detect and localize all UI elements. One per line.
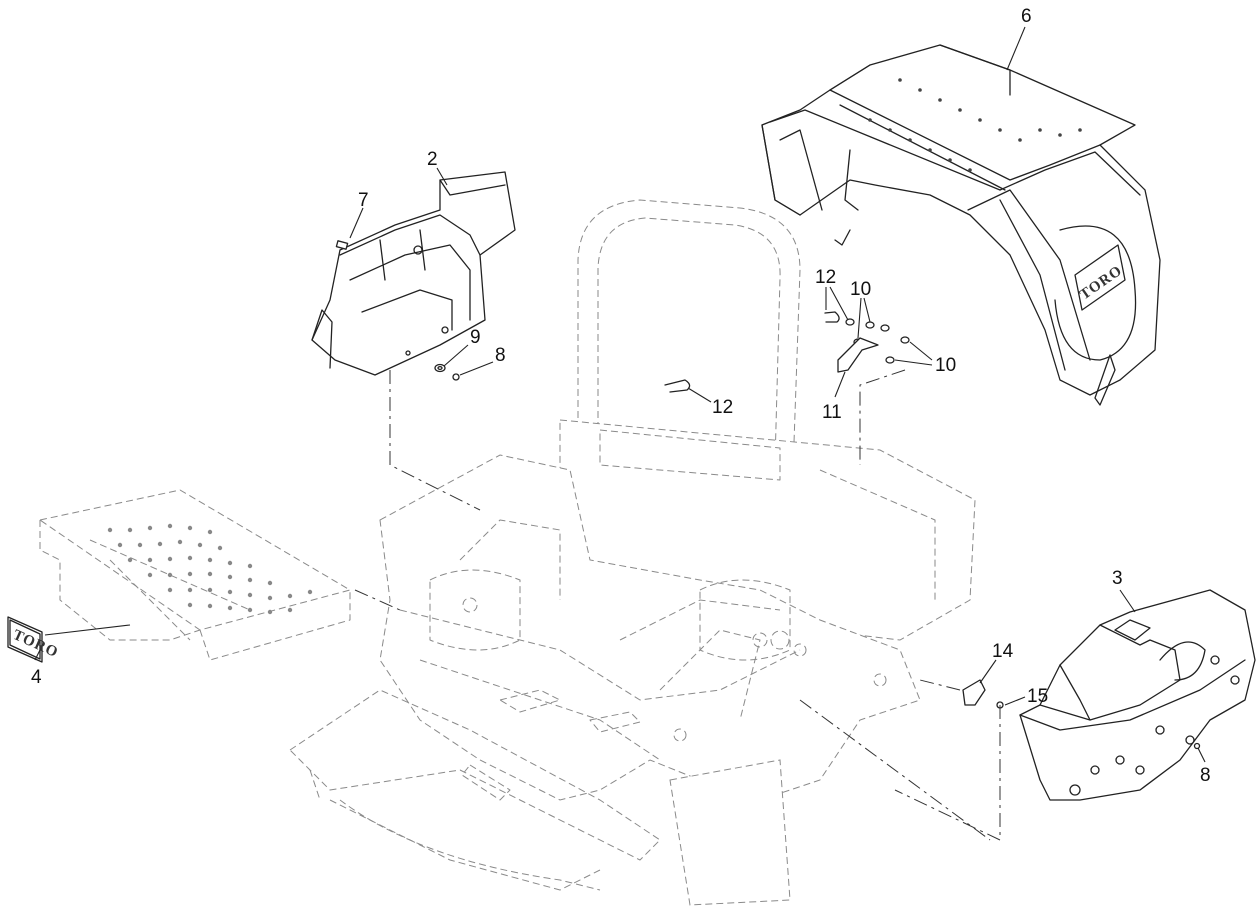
callout-c8: 8 — [495, 345, 506, 366]
leader-lines — [34, 26, 1206, 763]
callout-c1: 6 — [1021, 6, 1032, 27]
callout-c5: 10 — [850, 279, 871, 300]
callout-c4: 12 — [815, 267, 836, 288]
step-plate-holes — [107, 523, 313, 615]
bolt-7 — [335, 240, 349, 250]
knob-14 — [962, 679, 986, 706]
toro-decal: TORO — [7, 616, 61, 663]
callout-c12: 14 — [992, 641, 1014, 662]
callout-c13: 15 — [1027, 686, 1048, 707]
assembly-lines — [354, 369, 1001, 841]
right-side-cover — [1019, 589, 1256, 801]
callout-c11: 3 — [1112, 568, 1123, 589]
rear-fender: TORO — [761, 44, 1161, 406]
callout-c2: 2 — [427, 149, 438, 170]
callout-c14: 4 — [31, 667, 42, 688]
latch-hardware — [664, 311, 910, 393]
callout-c3: 7 — [358, 190, 369, 211]
callout-c6: 10 — [935, 355, 956, 376]
step-plate-ghost — [38, 489, 352, 661]
screw-8-right — [1193, 742, 1201, 750]
screw-8-left — [452, 373, 460, 381]
callout-c9: 12 — [712, 397, 733, 418]
callout-c15: 8 — [1200, 765, 1211, 786]
fender-rivets — [868, 78, 1082, 172]
chassis-frame-ghost — [289, 199, 976, 906]
left-side-cover — [311, 171, 516, 376]
callout-c10: 11 — [822, 402, 842, 423]
washer-9 — [434, 363, 446, 373]
callout-c7: 9 — [470, 327, 481, 348]
callout-labels: 6 2 7 12 10 10 9 8 12 11 3 14 15 4 8 — [31, 6, 1211, 786]
